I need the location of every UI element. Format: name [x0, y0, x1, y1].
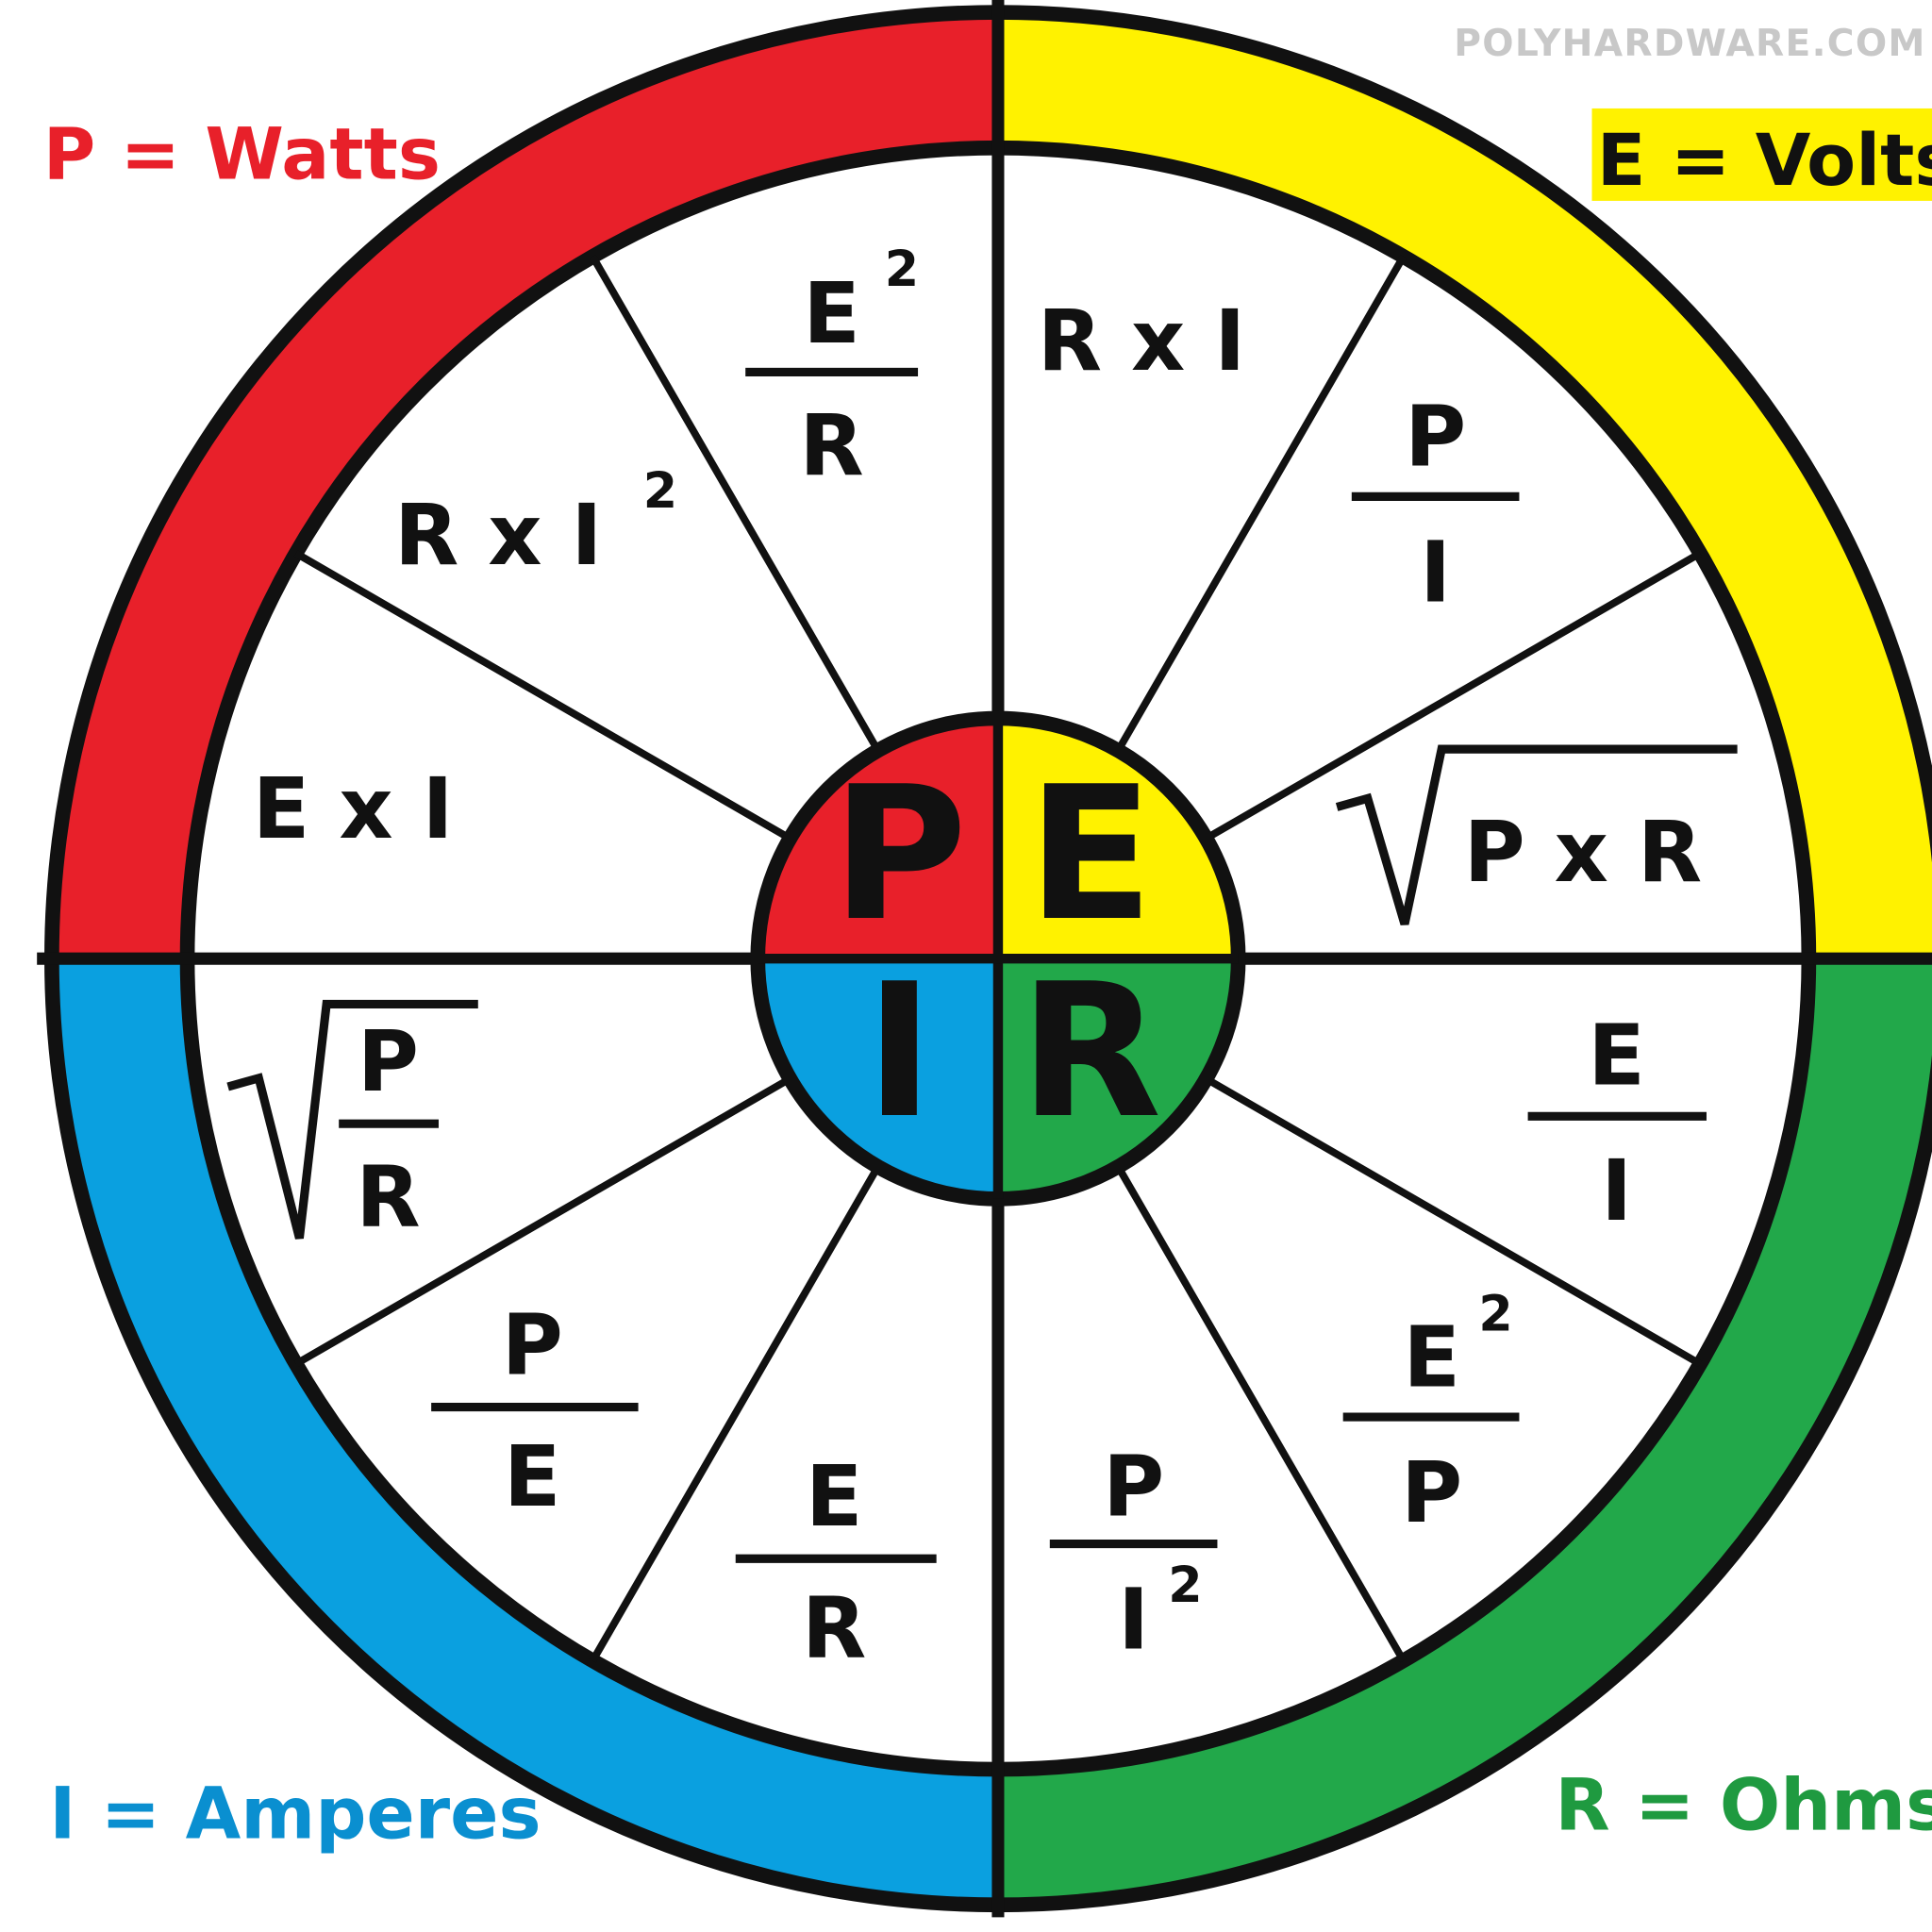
center-letter-e: E	[1027, 747, 1154, 962]
svg-text:P: P	[1401, 1444, 1462, 1541]
svg-text:2: 2	[1168, 1557, 1202, 1614]
svg-text:I: I	[1118, 1572, 1149, 1669]
svg-text:P: P	[1103, 1439, 1164, 1536]
svg-text:E: E	[504, 1428, 561, 1525]
spoke-line	[1114, 1164, 1407, 1663]
svg-text:R: R	[802, 1580, 866, 1677]
spoke-line	[1114, 254, 1407, 753]
svg-text:E: E	[803, 265, 860, 362]
center-r-quadrant	[997, 958, 1239, 1199]
center-p-quadrant	[758, 718, 998, 959]
formula-r-times-i: R x I	[1038, 292, 1246, 390]
spoke-line	[589, 1164, 882, 1663]
center-letter-i: I	[865, 944, 934, 1159]
svg-text:I: I	[1420, 524, 1451, 621]
spoke-line	[293, 1075, 792, 1368]
formula-e-squared-over-r: E 2 R	[745, 242, 919, 494]
formula-e-squared-over-p: E 2 P	[1342, 1287, 1520, 1541]
center-letter-r: R	[1019, 944, 1161, 1159]
watermark: POLYHARDWARE.COM	[1454, 23, 1926, 65]
svg-text:2: 2	[1478, 1287, 1512, 1343]
svg-text:P: P	[1405, 389, 1466, 486]
formula-e-over-i: E I	[1527, 1007, 1707, 1240]
svg-text:R x I: R x I	[394, 487, 603, 584]
spoke-line	[293, 550, 792, 842]
legend-voltage: E = Volts	[1597, 119, 1932, 202]
legend-power: P = Watts	[43, 112, 441, 195]
svg-text:P x R: P x R	[1464, 804, 1703, 901]
spoke-line	[1204, 550, 1703, 842]
legend-current: I = Amperes	[49, 1773, 541, 1856]
svg-text:E: E	[806, 1448, 863, 1545]
formula-p-over-i-squared: P I 2	[1049, 1439, 1218, 1669]
svg-text:P: P	[502, 1296, 563, 1393]
legend-voltage-highlight	[1591, 108, 1932, 201]
spoke-line	[1204, 1075, 1703, 1368]
formula-sqrt-p-times-r: P x R	[1335, 744, 1738, 925]
center-e-quadrant	[997, 718, 1239, 959]
svg-text:I: I	[1601, 1142, 1632, 1240]
formula-p-over-e: P E	[431, 1296, 639, 1525]
formula-sqrt-p-over-r: P R	[226, 999, 478, 1246]
formula-e-times-i: E x I	[253, 760, 454, 858]
svg-text:R: R	[356, 1149, 420, 1246]
square-root-icon	[226, 999, 478, 1240]
svg-text:P: P	[358, 1013, 419, 1110]
spokes	[293, 254, 1703, 1663]
formula-e-over-r: E R	[735, 1448, 937, 1677]
legend-resistance: R = Ohms	[1555, 1764, 1932, 1847]
square-root-icon	[1335, 744, 1738, 925]
svg-text:E: E	[1588, 1007, 1645, 1104]
formula-r-times-i-squared: R x I 2	[394, 463, 677, 584]
svg-text:2: 2	[643, 463, 677, 520]
center-letter-p: P	[832, 747, 968, 962]
formula-p-over-i: P I	[1351, 389, 1520, 621]
center-i-quadrant	[758, 958, 998, 1199]
svg-text:R: R	[799, 397, 863, 494]
svg-text:E: E	[1403, 1308, 1460, 1406]
svg-text:2: 2	[885, 242, 919, 298]
spoke-line	[589, 254, 882, 753]
